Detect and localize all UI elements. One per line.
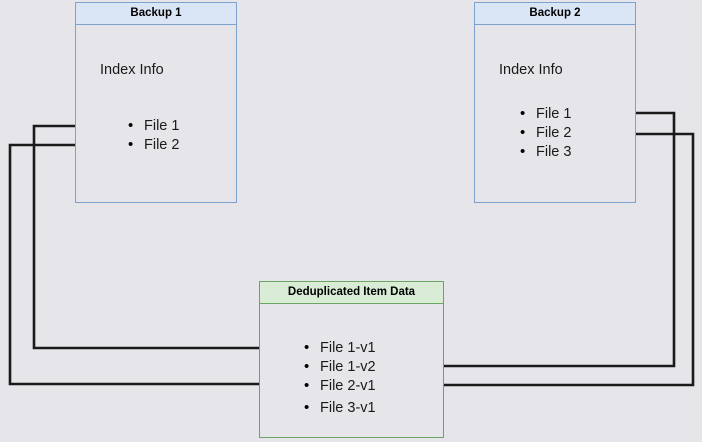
backup-1-box[interactable]: Backup 1 Index Info File 1 File 2	[75, 2, 237, 203]
dedup-item-list: File 1-v1 File 1-v2 File 2-v1 File 3-v1	[304, 338, 376, 418]
backup-1-body: Index Info File 1 File 2	[76, 25, 236, 202]
list-item: File 2	[128, 135, 179, 155]
backup-2-index-label: Index Info	[499, 62, 563, 78]
backup-1-file-list: File 1 File 2	[128, 116, 179, 155]
backup-2-file-list: File 1 File 2 File 3	[520, 104, 571, 162]
list-item: File 1	[128, 116, 179, 136]
backup-2-header: Backup 2	[475, 3, 635, 25]
backup-2-box[interactable]: Backup 2 Index Info File 1 File 2 File 3	[474, 2, 636, 203]
list-item: File 1-v2	[304, 357, 376, 377]
list-item: File 2-v1	[304, 376, 376, 396]
dedup-body: File 1-v1 File 1-v2 File 2-v1 File 3-v1	[260, 304, 443, 437]
list-item: File 1-v1	[304, 338, 376, 358]
dedup-header: Deduplicated Item Data	[260, 282, 443, 304]
backup-1-header: Backup 1	[76, 3, 236, 25]
list-item: File 3-v1	[304, 398, 376, 418]
backup-1-index-label: Index Info	[100, 62, 164, 78]
list-item: File 2	[520, 123, 571, 143]
list-item: File 3	[520, 142, 571, 162]
backup-2-body: Index Info File 1 File 2 File 3	[475, 25, 635, 202]
deduplicated-item-data-box[interactable]: Deduplicated Item Data File 1-v1 File 1-…	[259, 281, 444, 438]
list-item: File 1	[520, 104, 571, 124]
